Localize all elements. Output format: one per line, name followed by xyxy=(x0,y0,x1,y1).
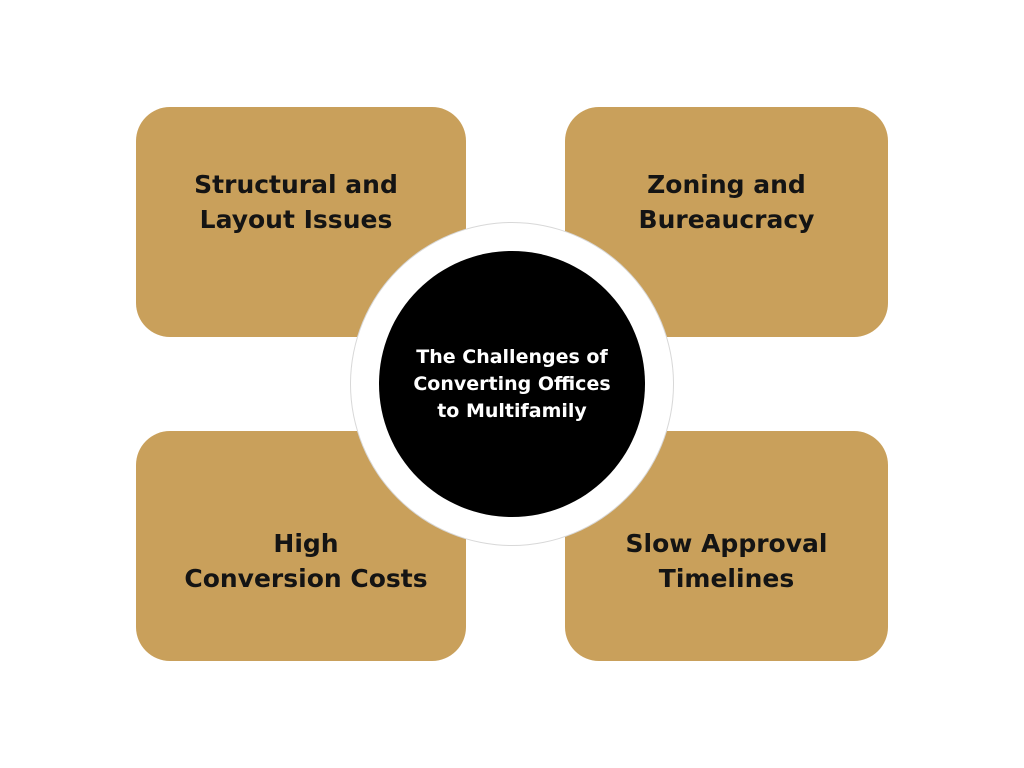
challenge-label-approval: Slow Approval Timelines xyxy=(625,529,828,593)
challenge-label-zoning: Zoning and Bureaucracy xyxy=(638,170,815,234)
challenge-label-structural: Structural and Layout Issues xyxy=(194,170,398,234)
challenge-box-structural: Structural and Layout Issues xyxy=(136,107,466,337)
challenge-label-costs: High Conversion Costs xyxy=(184,529,428,593)
center-hub: The Challenges of Converting Offices to … xyxy=(379,251,645,517)
challenge-box-zoning: Zoning and Bureaucracy xyxy=(565,107,888,337)
center-title: The Challenges of Converting Offices to … xyxy=(413,345,611,422)
